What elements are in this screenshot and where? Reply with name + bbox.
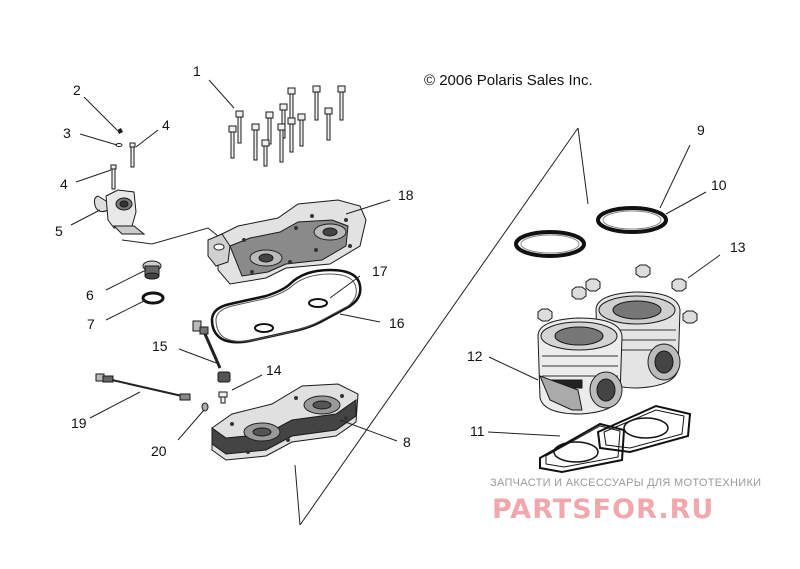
- callout-3: 3: [63, 125, 71, 141]
- callout-11: 11: [470, 423, 485, 439]
- callout-4b: 4: [60, 176, 68, 192]
- o-rings-17: [254, 298, 328, 333]
- callout-17: 17: [372, 263, 388, 279]
- callout-4a: 4: [162, 117, 170, 133]
- leader-lines: [70, 79, 721, 526]
- callout-9: 9: [697, 122, 705, 138]
- o-ring-7: [141, 291, 165, 305]
- gasket-9: [514, 230, 586, 258]
- cylinder-head-cover: [207, 199, 367, 285]
- callout-numbers: 1 2 3 4 4 5 6 7 8 9 10 11 12 13 14 15 16…: [55, 63, 746, 459]
- cylinder-block: [537, 291, 681, 415]
- screw-4b: [110, 164, 117, 190]
- wire-harness-19: [95, 373, 191, 401]
- callout-14: 14: [266, 362, 282, 378]
- watermark-logo: PARTSFOR.RU: [492, 494, 714, 525]
- screw-2: [117, 128, 123, 134]
- callout-10: 10: [711, 177, 727, 193]
- callout-8: 8: [403, 434, 411, 450]
- screw-4a: [129, 142, 136, 168]
- nuts-13: [537, 264, 698, 324]
- thermostat: [142, 260, 162, 280]
- copyright-text: © 2006 Polaris Sales Inc.: [424, 72, 593, 89]
- callout-5: 5: [55, 223, 63, 239]
- base-gasket-11: [539, 404, 692, 474]
- watermark-tagline: ЗАПЧАСТИ И АКСЕССУАРЫ ДЛЯ МОТОТЕХНИКИ: [490, 477, 761, 489]
- washer-20: [201, 402, 209, 412]
- temperature-sensor-15: [192, 320, 231, 383]
- callout-20: 20: [151, 443, 167, 459]
- callout-6: 6: [86, 287, 94, 303]
- callout-15: 15: [152, 338, 168, 354]
- callout-18: 18: [398, 187, 414, 203]
- callout-13: 13: [730, 239, 746, 255]
- callout-7: 7: [87, 316, 95, 332]
- gasket-10: [596, 206, 668, 234]
- callout-2: 2: [73, 82, 81, 98]
- head-bolts: [228, 85, 346, 167]
- cylinder-head: [211, 383, 359, 461]
- head-gasket-16: [210, 268, 362, 344]
- callout-19: 19: [71, 415, 87, 431]
- screw-14: [218, 391, 228, 404]
- callout-12: 12: [467, 348, 483, 364]
- thermostat-housing: [93, 189, 146, 235]
- callout-16: 16: [389, 315, 405, 331]
- watermark: ЗАПЧАСТИ И АКСЕССУАРЫ ДЛЯ МОТОТЕХНИКИ PA…: [490, 477, 761, 525]
- callout-1: 1: [193, 63, 201, 79]
